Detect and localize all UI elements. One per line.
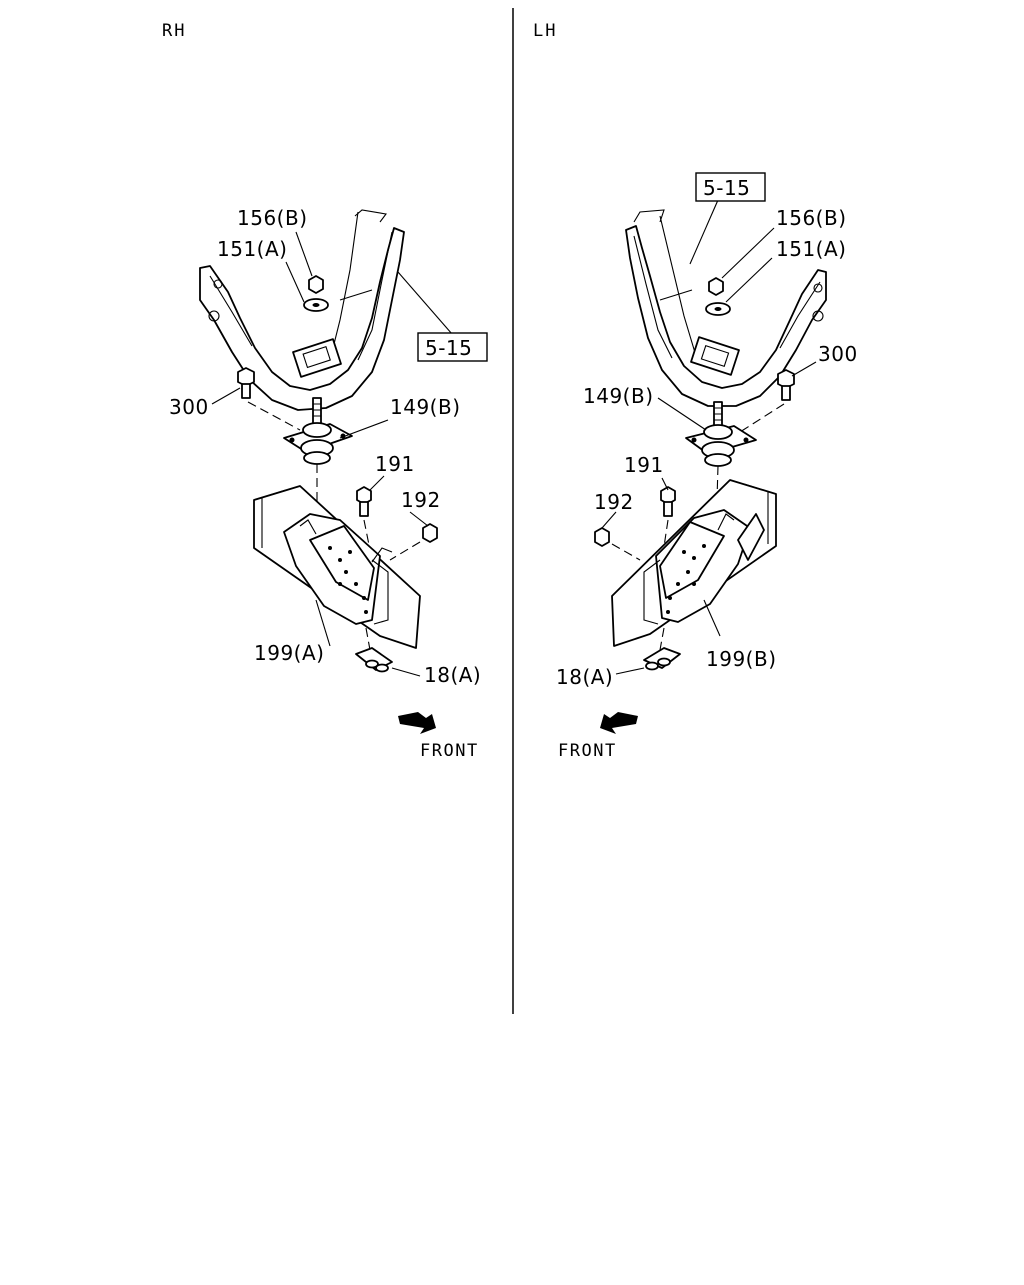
rh-label-149: 149(B) xyxy=(390,395,461,419)
rh-label-192: 192 xyxy=(401,488,441,512)
rh-plate-18 xyxy=(355,647,393,673)
lh-frame-bracket-199 xyxy=(611,479,777,647)
lh-bolt-300 xyxy=(777,369,795,401)
lh-nut-156 xyxy=(708,277,724,296)
rh-bolt-300 xyxy=(237,367,255,399)
lh-nut-192 xyxy=(594,527,610,547)
lh-label-151: 151(A) xyxy=(776,237,846,261)
lh-label-192: 192 xyxy=(594,490,634,514)
rh-label-191: 191 xyxy=(375,452,415,476)
rh-front-arrow-icon xyxy=(398,712,436,734)
lh-label-300: 300 xyxy=(818,342,858,366)
rh-bolt-191 xyxy=(356,486,372,517)
rh-panel: 156(B) 151(A) 5-15 300 149(B) 191 192 19… xyxy=(169,206,488,761)
lh-plate-18 xyxy=(643,647,681,671)
lh-label-199: 199(B) xyxy=(706,647,777,671)
lh-header: LH xyxy=(533,21,557,41)
rh-label-156: 156(B) xyxy=(237,206,308,230)
lh-label-18: 18(A) xyxy=(556,665,613,689)
rh-ref-box xyxy=(417,332,488,362)
lh-front-label: FRONT xyxy=(558,741,617,761)
rh-ref-5-15: 5-15 xyxy=(425,336,472,360)
lh-cushion-149 xyxy=(685,401,757,467)
lh-front-arrow-icon xyxy=(600,712,638,734)
rh-nut-156 xyxy=(308,275,324,294)
lh-label-156: 156(B) xyxy=(776,206,847,230)
rh-label-151: 151(A) xyxy=(217,237,287,261)
rh-label-18: 18(A) xyxy=(424,663,481,687)
rh-label-199: 199(A) xyxy=(254,641,324,665)
rh-cab-crossmember xyxy=(199,209,405,411)
lh-bolt-191 xyxy=(660,486,676,517)
rh-label-300: 300 xyxy=(169,395,209,419)
rh-cushion-149 xyxy=(283,397,353,465)
lh-label-149: 149(B) xyxy=(583,384,654,408)
rh-header: RH xyxy=(162,21,186,41)
lh-cab-crossmember xyxy=(625,209,827,407)
lh-panel: 5-15 156(B) 151(A) 300 149(B) 191 192 19… xyxy=(556,172,858,761)
rh-front-label: FRONT xyxy=(420,741,479,761)
lh-label-191: 191 xyxy=(624,453,664,477)
rh-frame-bracket-199 xyxy=(253,485,421,649)
rh-nut-192 xyxy=(422,523,438,543)
lh-ref-box xyxy=(695,172,766,202)
lh-ref-5-15: 5-15 xyxy=(703,176,750,200)
